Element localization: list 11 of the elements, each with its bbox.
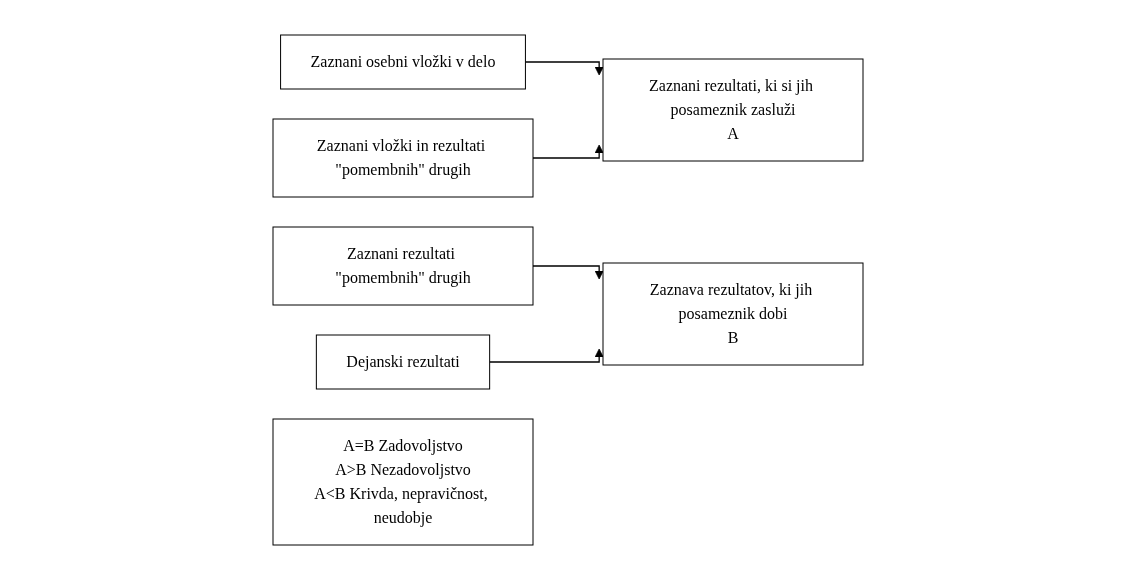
arrow	[489, 348, 604, 363]
arrow	[524, 61, 604, 76]
arrow	[532, 265, 604, 280]
node-box: Zaznani osebni vložki v delo	[280, 34, 526, 90]
node-box: Zaznava rezultatov, ki jih posameznik dobi B	[602, 262, 864, 366]
node-box: Zaznani rezultati, ki si jih posameznik zasluži A	[602, 58, 864, 162]
node-box: Dejanski rezultati	[315, 334, 491, 390]
node-box: Zaznani rezultati "pomembnih" drugih	[272, 226, 534, 306]
node-box: A=B Zadovoljstvo A>B Nezadovoljstvo A<B Krivda, nepravičnost, neudobje	[272, 418, 534, 546]
arrow	[532, 144, 604, 159]
node-box: Zaznani vložki in rezultati "pomembnih" drugih	[272, 118, 534, 198]
